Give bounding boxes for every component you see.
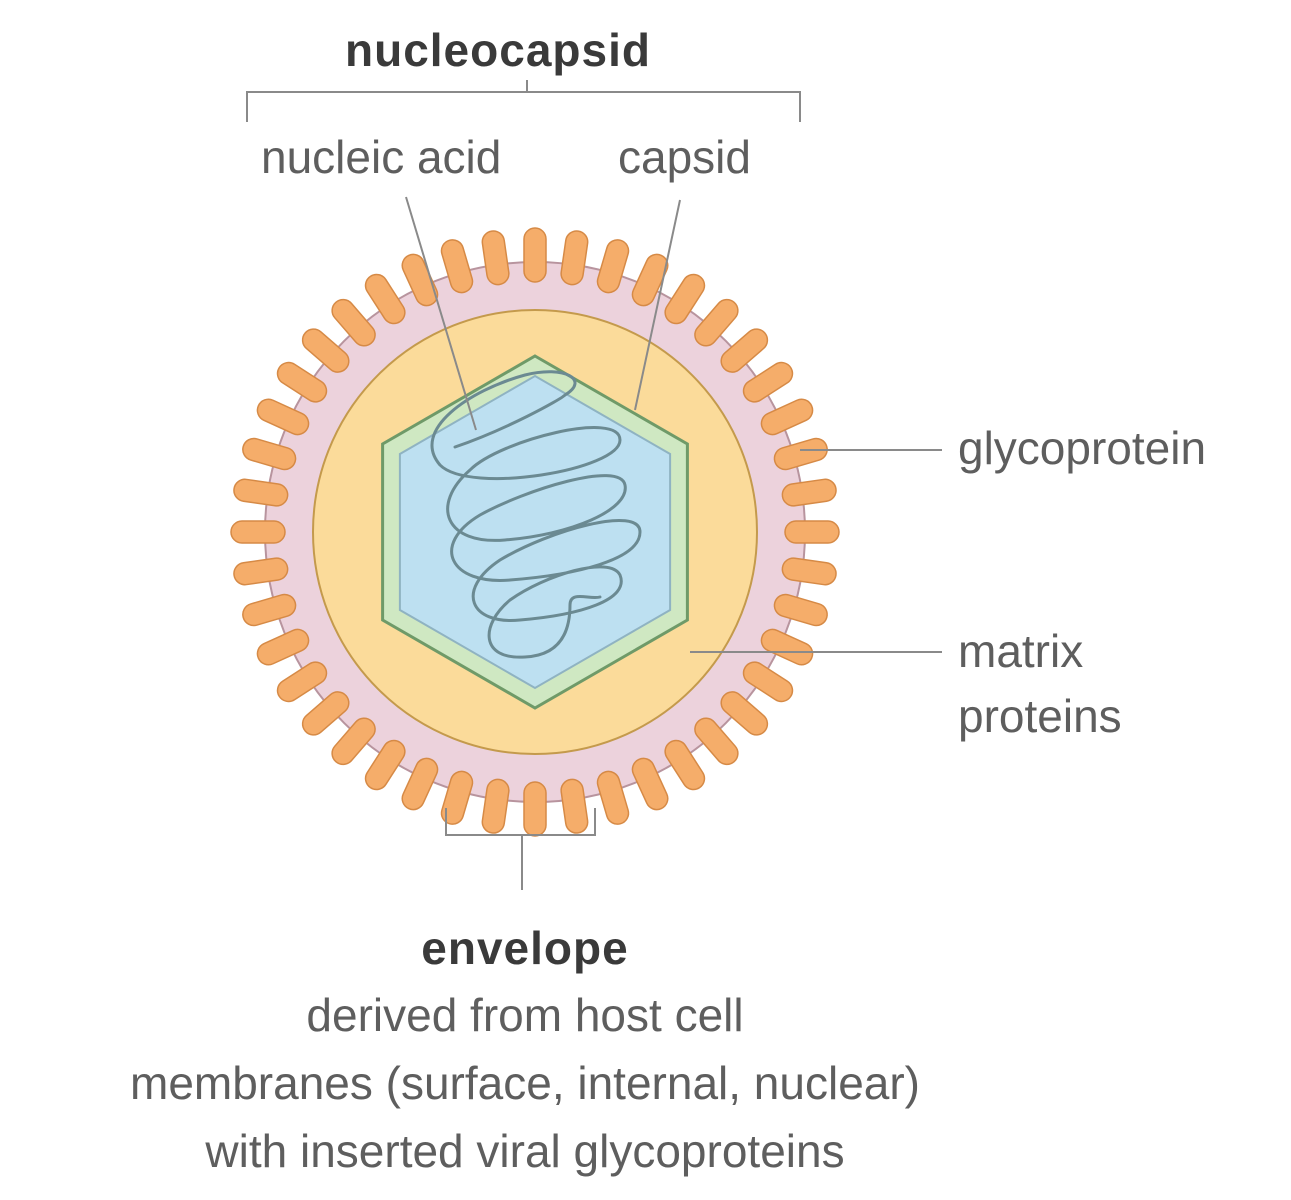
glycoprotein-spike [784, 520, 840, 544]
glycoprotein-spike [256, 628, 310, 666]
envelope-description-line2: membranes (surface, internal, nuclear) [130, 1057, 920, 1109]
glycoprotein-spike [631, 253, 669, 307]
glycoprotein-spike [781, 478, 837, 507]
glycoprotein-spike [664, 273, 706, 325]
glycoprotein-spike [596, 239, 630, 294]
glycoprotein-spike [440, 770, 474, 825]
envelope-description-line1: derived from host cell [306, 989, 744, 1041]
glycoprotein-spike [481, 230, 510, 286]
glycoprotein-spike [256, 398, 310, 436]
glycoprotein-spike [760, 398, 814, 436]
glycoprotein-spike [560, 778, 589, 834]
envelope-description-line3: with inserted viral glycoproteins [205, 1125, 845, 1177]
glycoprotein-spike [276, 661, 328, 703]
glycoprotein-spike [331, 298, 376, 347]
nucleocapsid-label: nucleocapsid [345, 24, 651, 76]
glycoprotein-spike [440, 239, 474, 294]
nucleic-acid-strand [430, 370, 642, 659]
glycoprotein-spike [523, 227, 547, 283]
glycoprotein-spike [233, 557, 289, 586]
glycoprotein-spike [230, 520, 286, 544]
glycoprotein-spike [694, 298, 739, 347]
glycoprotein-spike [694, 717, 739, 766]
capsid-label: capsid [618, 131, 751, 183]
glycoprotein-spike [781, 557, 837, 586]
glycoprotein-spike [364, 273, 406, 325]
glycoprotein-spike [631, 757, 669, 811]
glycoprotein-spike [301, 691, 350, 736]
glycoprotein-spike [664, 739, 706, 791]
glycoprotein-spike [773, 437, 828, 471]
glycoprotein-spike [301, 328, 350, 373]
glycoprotein-spike [242, 437, 297, 471]
glycoprotein-spike [760, 628, 814, 666]
glycoprotein-spike [364, 739, 406, 791]
glycoprotein-spike [401, 757, 439, 811]
glycoprotein-spike [242, 593, 297, 627]
matrix-proteins-label-line2: proteins [958, 690, 1122, 742]
glycoprotein-spikes [230, 227, 840, 837]
nucleic-acid-leader-line [405, 196, 477, 431]
envelope-label: envelope [421, 922, 629, 974]
glycoprotein-spike [481, 778, 510, 834]
glycoprotein-spike [233, 478, 289, 507]
matrix-proteins-label-line1: matrix [958, 625, 1084, 677]
nucleic-acid-core [398, 374, 672, 690]
glycoprotein-spike [742, 361, 794, 403]
glycoprotein-spike [523, 781, 547, 837]
nucleocapsid-bracket [246, 80, 801, 122]
glycoprotein-spike [331, 717, 376, 766]
glycoprotein-spike [742, 661, 794, 703]
glycoprotein-spike [560, 230, 589, 286]
glycoprotein-spike [773, 593, 828, 627]
envelope-bracket [445, 808, 596, 890]
glycoprotein-spike [720, 691, 769, 736]
capsid-leader-line [634, 199, 681, 411]
nucleic-acid-label: nucleic acid [261, 131, 502, 183]
glycoprotein-spike [596, 770, 630, 825]
glycoprotein-spike [720, 328, 769, 373]
glycoprotein-label: glycoprotein [958, 422, 1207, 474]
glycoprotein-spike [276, 361, 328, 403]
